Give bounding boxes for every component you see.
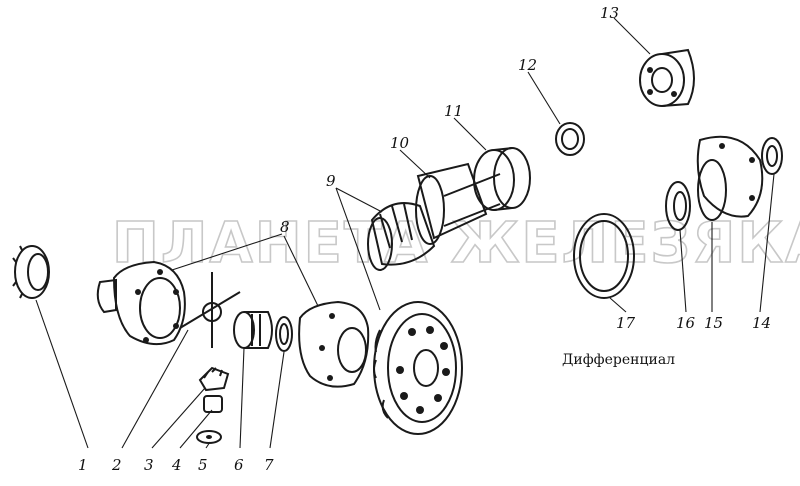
part-6-side-gear (233, 311, 273, 349)
callout-15: 15 (704, 314, 723, 332)
callout-6: 6 (234, 456, 244, 474)
callout-10: 10 (390, 134, 410, 152)
callout-14: 14 (752, 314, 771, 332)
callout-9: 9 (326, 172, 336, 190)
callout-13: 13 (600, 4, 619, 22)
part-5-thrust-washer (196, 430, 222, 444)
part-7-washer (275, 316, 293, 352)
part-3-satellite-gear (198, 366, 230, 392)
callout-5: 5 (198, 456, 208, 474)
part-4-bushing (203, 395, 223, 413)
callout-labels: 1 2 3 4 5 6 7 8 9 10 11 12 13 14 15 16 1… (78, 4, 771, 474)
callout-7: 7 (264, 456, 274, 474)
callout-8: 8 (280, 218, 290, 236)
leader-lines (35, 17, 775, 449)
part-17-gasket (573, 213, 635, 299)
part-15-flange (696, 135, 764, 221)
callout-16: 16 (676, 314, 696, 332)
part-16-washer (665, 181, 691, 231)
part-10-bearing-housing (415, 162, 501, 245)
part-1-splined-nut (12, 245, 50, 299)
callout-2: 2 (111, 456, 122, 474)
part-13-ball-bearing (639, 48, 695, 107)
part-2-spider-cross (179, 272, 241, 348)
part-9-drive-pinion (367, 202, 436, 271)
callout-11: 11 (444, 102, 463, 120)
figure-caption: Дифференциал (562, 352, 675, 368)
part-8-case-half-left (96, 260, 186, 346)
part-14-bearing-cone (761, 137, 783, 175)
callout-17: 17 (616, 314, 636, 332)
part-12-washer (555, 122, 585, 156)
part-8-case-half-right (298, 300, 370, 388)
callout-12: 12 (518, 56, 537, 74)
callout-1: 1 (78, 456, 88, 474)
part-9-ring-gear (373, 301, 463, 435)
part-11-bearing (473, 147, 531, 211)
callout-4: 4 (171, 456, 182, 474)
callout-3: 3 (144, 456, 154, 474)
